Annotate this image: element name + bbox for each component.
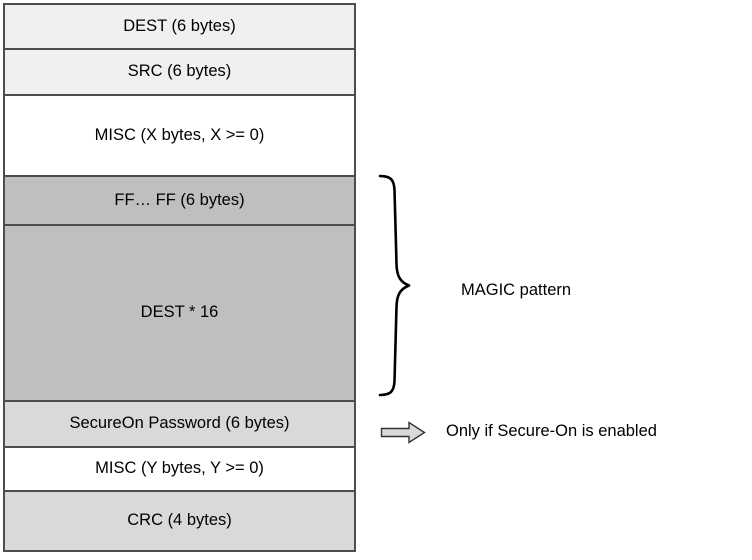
right-arrow-icon [380,421,426,444]
packet-row-src: SRC (6 bytes) [5,50,354,96]
packet-row-label-ff-ff: FF… FF (6 bytes) [114,190,245,209]
packet-row-dest-16: DEST * 16 [5,226,354,402]
packet-row-label-src: SRC (6 bytes) [127,62,232,81]
packet-row-secureon-password: SecureOn Password (6 bytes) [5,402,354,448]
magic-pattern-label: MAGIC pattern [461,281,572,299]
packet-row-label-misc-x: MISC (X bytes, X >= 0) [94,125,265,144]
curly-brace-icon [378,174,411,397]
packet-frame-table: DEST (6 bytes) SRC (6 bytes) MISC (X byt… [3,3,356,552]
packet-row-dest: DEST (6 bytes) [5,5,354,50]
packet-row-label-secureon-password: SecureOn Password (6 bytes) [69,414,290,433]
packet-row-crc: CRC (4 bytes) [5,492,354,550]
secure-on-note-label: Only if Secure-On is enabled [446,422,657,440]
packet-row-misc-x: MISC (X bytes, X >= 0) [5,96,354,177]
packet-row-label-dest-16: DEST * 16 [140,303,219,322]
packet-row-label-misc-y: MISC (Y bytes, Y >= 0) [95,459,264,478]
packet-row-ff-ff: FF… FF (6 bytes) [5,177,354,226]
packet-row-label-crc: CRC (4 bytes) [127,511,232,530]
packet-row-misc-y: MISC (Y bytes, Y >= 0) [5,448,354,492]
packet-row-label-dest: DEST (6 bytes) [123,16,236,35]
